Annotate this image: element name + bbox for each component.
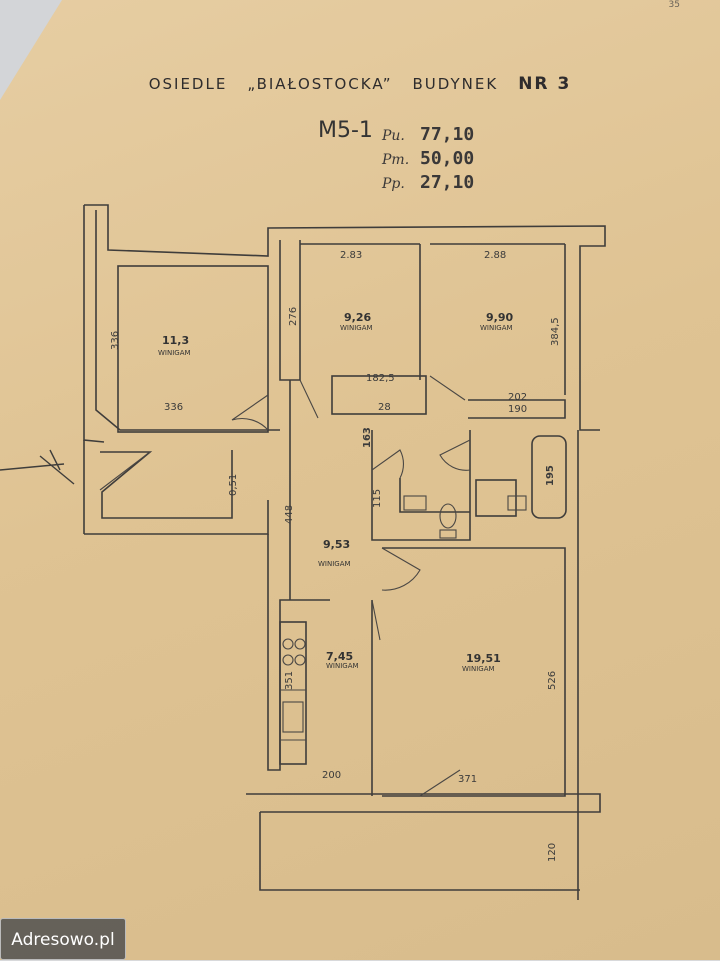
dim-living-height: 526 bbox=[547, 671, 558, 690]
dimension-labels: 336 336 2.83 2.88 276 384,5 182,5 28 202… bbox=[110, 250, 561, 862]
room-floor: WINIGAM bbox=[326, 662, 359, 670]
dim-bath-width: 202 bbox=[508, 392, 527, 403]
building-number: NR 3 bbox=[518, 74, 572, 94]
area-label: Pm. bbox=[382, 152, 410, 168]
dim-wc-height: 115 bbox=[372, 489, 383, 508]
area-value: 27,10 bbox=[420, 172, 475, 193]
page-number: 35 bbox=[668, 0, 680, 10]
dim-entry-width: 0,51 bbox=[228, 474, 239, 496]
room-labels: 11,3 WINIGAM 9,26 WINIGAM 9,90 WINIGAM 9… bbox=[158, 311, 513, 673]
dim-room2-width: 2.83 bbox=[340, 250, 362, 261]
dim-balcony-depth: 120 bbox=[547, 843, 558, 862]
dim-corridor-height: 448 bbox=[284, 505, 295, 524]
room-floor: WINIGAM bbox=[318, 560, 351, 568]
dim-bath-inner: 190 bbox=[508, 404, 527, 415]
area-usable: Pu. 77,10 bbox=[382, 124, 474, 145]
area-value: 50,00 bbox=[420, 148, 475, 169]
dim-left-width: 336 bbox=[164, 402, 183, 413]
room-area: 9,53 bbox=[323, 538, 350, 551]
dim-closet-depth: 28 bbox=[378, 402, 391, 413]
room-area: 9,90 bbox=[486, 311, 513, 324]
dim-living-width: 371 bbox=[458, 774, 477, 785]
area-label: Pu. bbox=[382, 128, 405, 144]
torn-corner bbox=[0, 0, 62, 100]
north-arrow bbox=[0, 449, 75, 485]
dim-bath-height: 195 bbox=[545, 465, 556, 486]
room-floor: WINIGAM bbox=[480, 324, 513, 332]
building-label: BUDYNEK bbox=[412, 75, 499, 93]
walls bbox=[83, 204, 606, 900]
room-area: 7,45 bbox=[326, 650, 353, 663]
fixtures bbox=[280, 495, 527, 741]
door-swings bbox=[99, 375, 471, 797]
dim-room3-height: 384,5 bbox=[550, 317, 561, 346]
dim-room3-width: 2.88 bbox=[484, 250, 506, 261]
plan-heading: OSIEDLE „BIAŁOSTOCKA” BUDYNEK NR 3 bbox=[0, 74, 720, 94]
room-floor: WINIGAM bbox=[158, 349, 191, 357]
area-value: 77,10 bbox=[420, 124, 475, 145]
unit-code: M5-1 bbox=[318, 118, 373, 143]
dim-closet-width: 182,5 bbox=[366, 373, 395, 384]
dim-hall-width: 163 bbox=[362, 427, 373, 448]
watermark-logo: Adresowo.pl bbox=[0, 918, 126, 960]
area-living: Pm. 50,00 bbox=[382, 148, 474, 169]
dim-room2-height: 276 bbox=[288, 307, 299, 326]
room-floor: WINIGAM bbox=[462, 665, 495, 673]
dim-kitchen-width: 200 bbox=[322, 770, 341, 781]
estate-label: OSIEDLE bbox=[148, 75, 228, 93]
room-area: 11,3 bbox=[162, 334, 189, 347]
room-floor: WINIGAM bbox=[340, 324, 373, 332]
estate-name: „BIAŁOSTOCKA” bbox=[247, 75, 393, 93]
room-area: 9,26 bbox=[344, 311, 371, 324]
area-auxiliary: Pp. 27,10 bbox=[382, 172, 474, 193]
room-area: 19,51 bbox=[466, 652, 501, 665]
dim-kitchen-height: 351 bbox=[284, 671, 295, 690]
dim-left-height: 336 bbox=[110, 331, 121, 350]
area-label: Pp. bbox=[382, 176, 405, 192]
